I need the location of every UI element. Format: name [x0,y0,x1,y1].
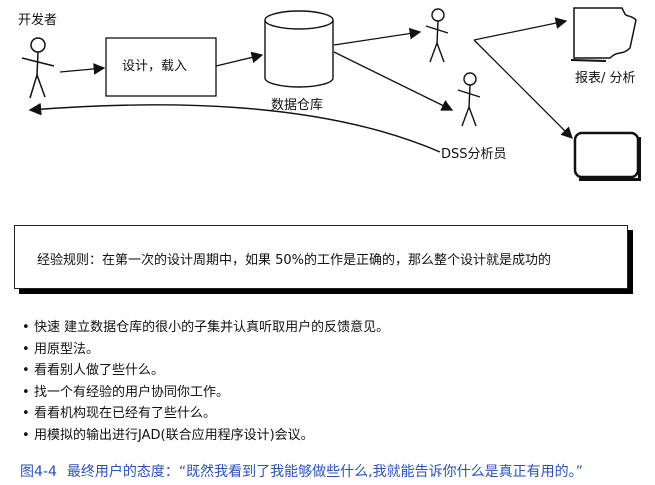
analyst-figure-icon [425,8,449,63]
arrow-to-display [473,39,573,139]
developer-label: 开发者 [18,13,58,28]
report-document-icon [573,7,637,59]
feedback-arrow [28,102,441,153]
design-box [105,37,217,97]
bullet: • [22,320,30,335]
warehouse-label: 数据仓库 [271,98,324,113]
tips-list: •快速 建立数据仓库的很小的子集并认真听取用户的反馈意见。 •用原型法。 •看看… [22,317,389,446]
arrow-warehouse-to-dss [333,51,454,111]
figure-number: 图4-4 [20,464,57,480]
arrow-warehouse-to-analyst-top [333,27,422,46]
bullet: • [22,341,30,357]
dss-analyst-figure-icon [457,72,481,127]
report-label: 报表/ 分析 [575,71,636,86]
list-item: •用模拟的输出进行JAD(联合应用程序设计)会议。 [22,425,389,447]
data-warehouse-cylinder-icon [264,10,334,88]
data-warehouse-diagram [21,7,641,181]
design-box-label: 设计，载入 [122,59,188,74]
arrow-design-to-warehouse [215,51,264,67]
figure-caption: 图4-4 最终用户的态度：“既然我看到了我能够做些什么,我就能告诉你什么是真正有用… [20,461,583,481]
bullet: • [22,384,30,400]
rule-of-thumb-box: 经验规则：在第一次的设计周期中，如果 50%的工作是正确的，那么整个设计就是成功… [14,225,628,289]
list-item: •快速 建立数据仓库的很小的子集并认真听取用户的反馈意见。 [22,317,389,339]
dss-analyst-label: DSS分析员 [441,147,507,162]
arrow-to-report [473,17,568,41]
bullet: • [22,427,30,443]
list-item: •用原型法。 [22,339,389,361]
caption-text: 最终用户的态度：“既然我看到了我能够做些什么,我就能告诉你什么是真正有用的。” [66,464,583,480]
list-item: •看看别人做了些什么。 [22,360,389,382]
developer-figure-icon [21,37,55,99]
bullet: • [22,406,30,421]
rule-of-thumb-text: 经验规则：在第一次的设计周期中，如果 50%的工作是正确的，那么整个设计就是成功… [37,253,552,268]
arrow-developer-to-design [59,63,106,75]
list-item: •找一个有经验的用户协同你工作。 [22,382,389,404]
bullet: • [22,363,30,378]
list-item: •看看机构现在已经有了些什么。 [22,403,389,425]
display-terminal-icon [573,131,640,179]
